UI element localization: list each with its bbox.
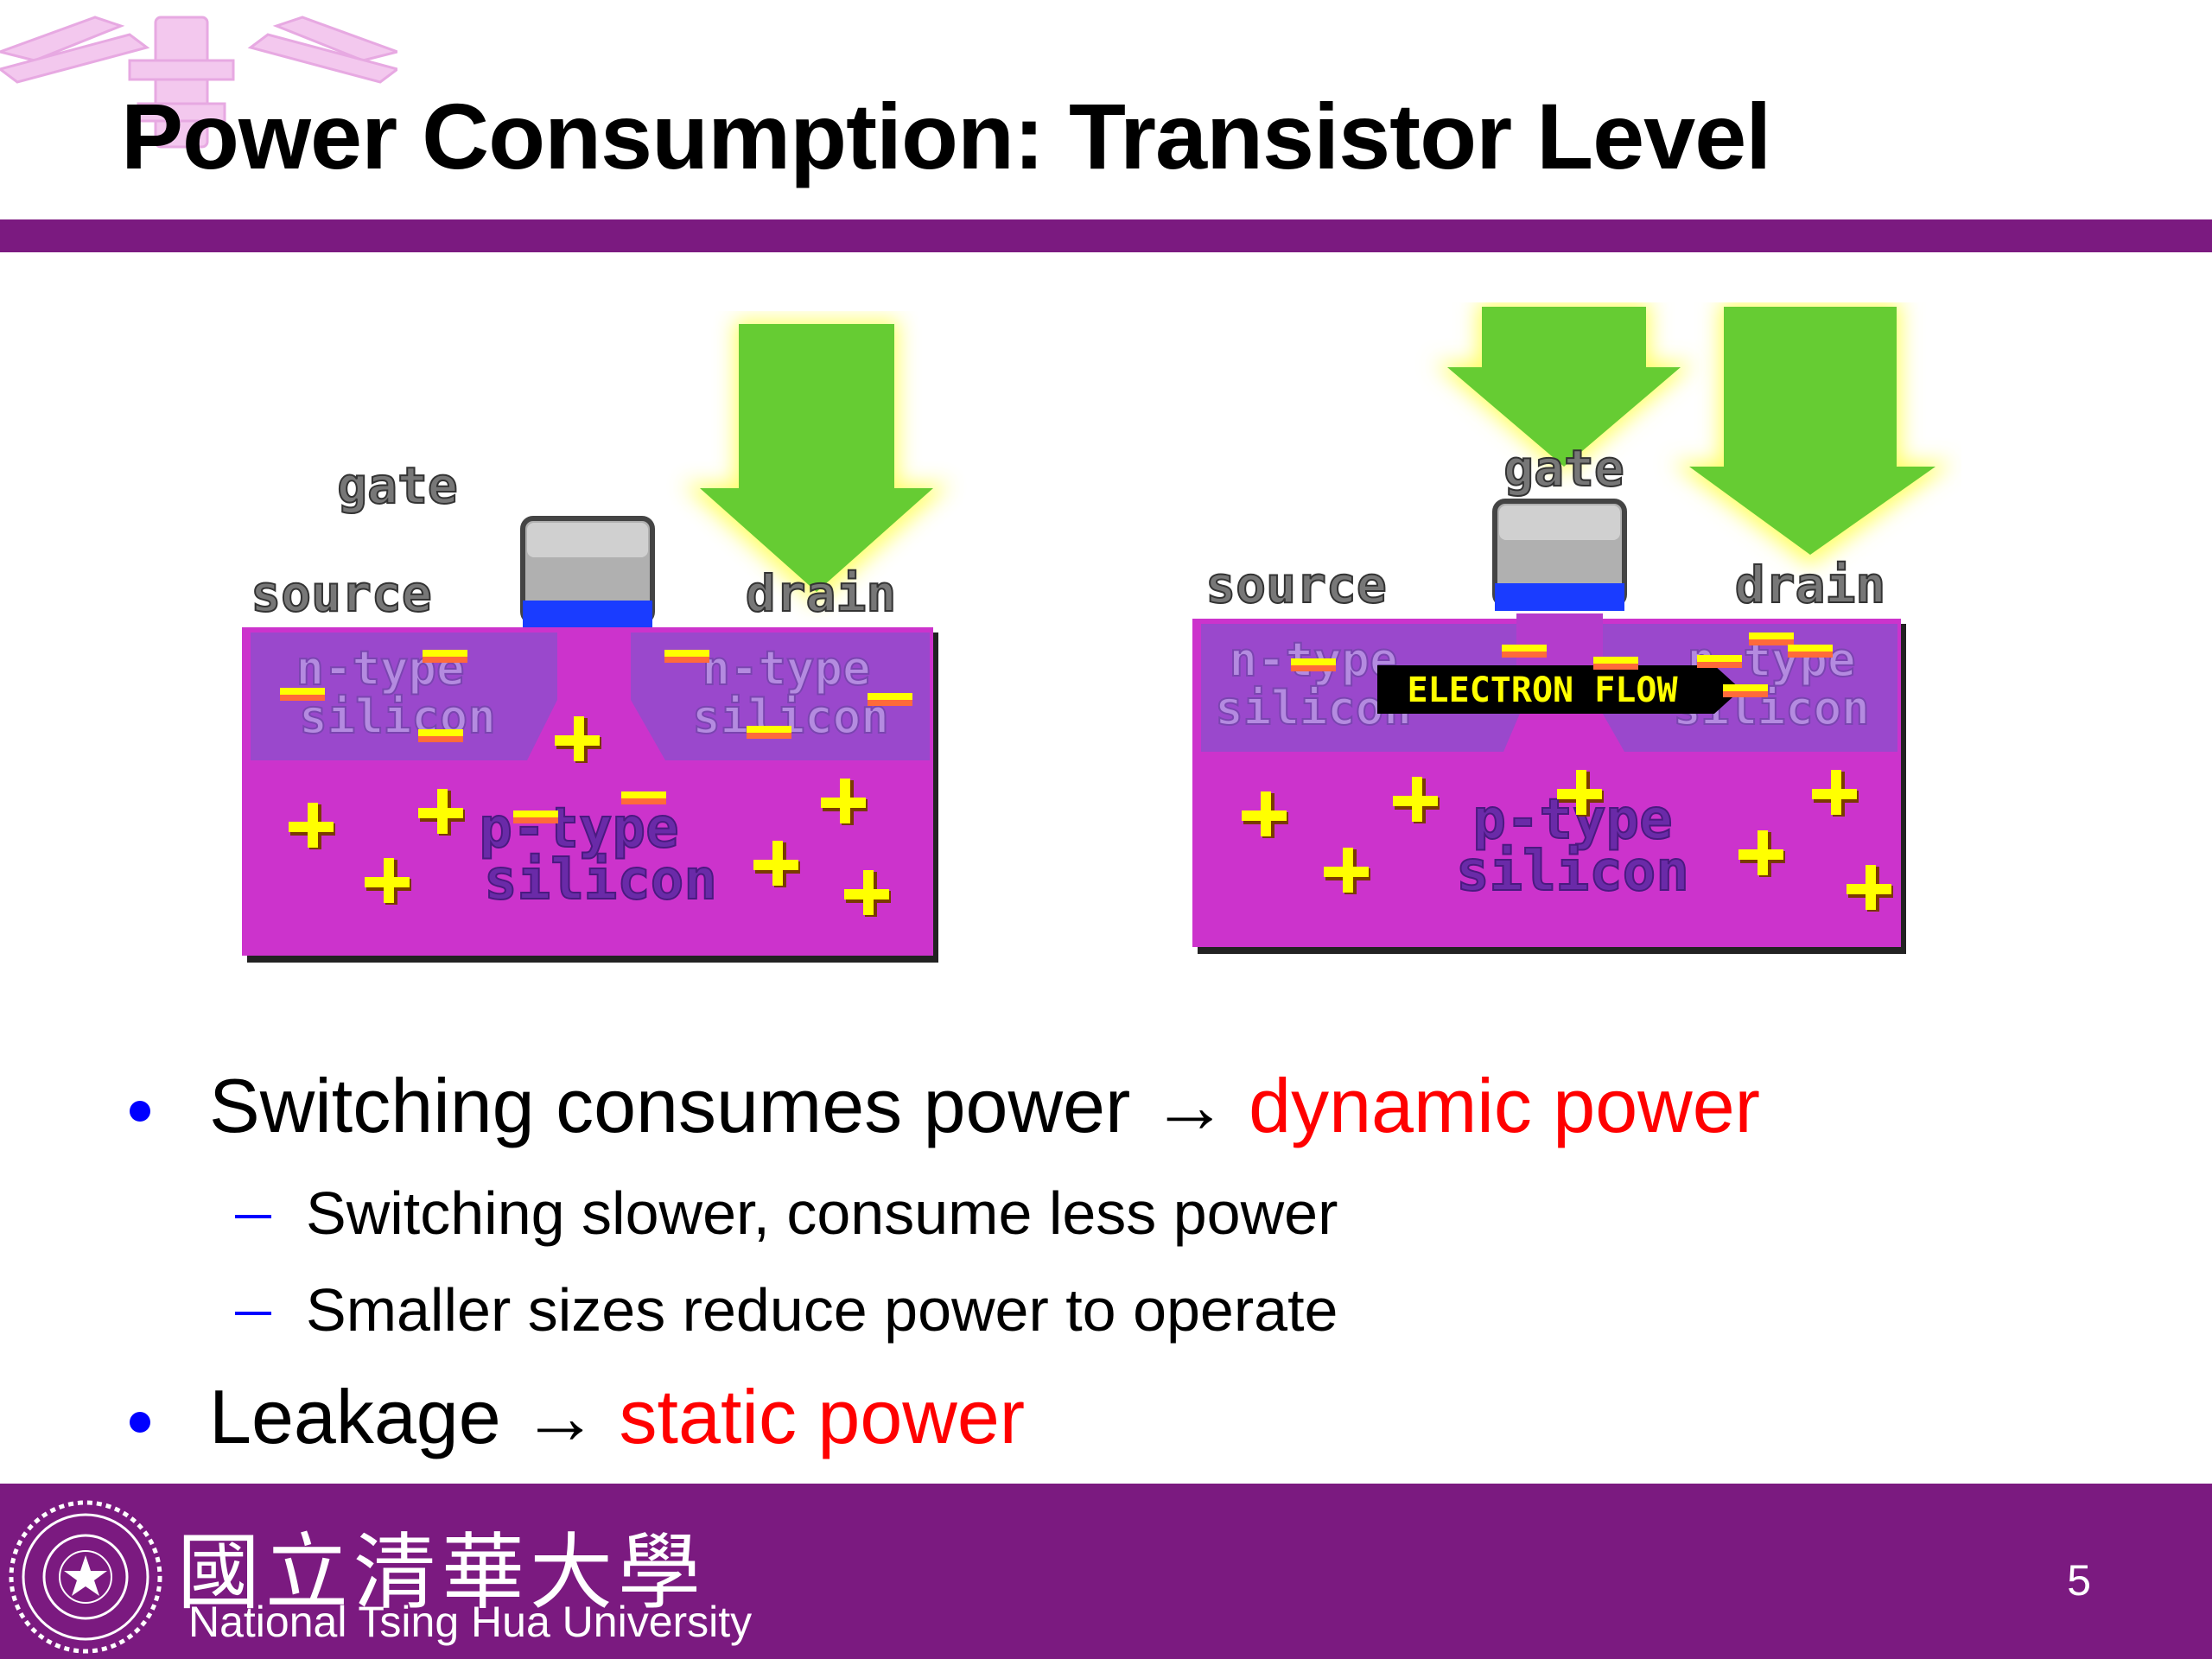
source-label: source (251, 564, 432, 623)
positive-charge-icon (365, 858, 411, 905)
positive-charge-icon (555, 716, 601, 763)
negative-charge-icon (1291, 658, 1336, 671)
positive-charge-icon (1242, 791, 1288, 838)
positive-charge-icon (289, 803, 335, 849)
negative-charge-icon (1749, 632, 1794, 645)
transistor-off-diagram: gate source drain n-type silicon n-type … (216, 311, 976, 968)
positive-charge-icon (1847, 865, 1893, 912)
ptype-label-2: silicon (1456, 840, 1689, 904)
negative-charge-icon (423, 650, 467, 663)
gate-label: gate (337, 456, 458, 515)
positive-charge-icon (1738, 830, 1785, 877)
sub-bullet-dash-icon (235, 1215, 271, 1218)
negative-charge-icon (621, 791, 666, 804)
negative-charge-icon (664, 650, 709, 663)
positive-charge-icon (1812, 770, 1859, 817)
negative-charge-icon (280, 688, 325, 701)
bullet-dot-icon (130, 1101, 150, 1122)
ptype-label-2: silicon (484, 849, 717, 912)
title-divider-bar (0, 219, 2212, 252)
ntype-left-label-1: n-type (296, 641, 464, 696)
electron-flow-label: ELECTRON FLOW (1407, 671, 1678, 710)
gate-label: gate (1503, 439, 1624, 498)
gate-voltage-arrow-icon (1434, 302, 1694, 475)
bullet-dot-icon (130, 1412, 150, 1433)
positive-charge-icon (1557, 770, 1604, 817)
footer-english-name: National Tsing Hua University (188, 1598, 753, 1646)
bullet-item: Leakage → static power (121, 1365, 1760, 1469)
gate-block (520, 516, 655, 628)
positive-charge-icon (418, 789, 465, 836)
positive-charge-icon (753, 841, 800, 887)
positive-charge-icon (1324, 848, 1370, 894)
negative-charge-icon (747, 726, 791, 739)
negative-charge-icon (1788, 645, 1833, 658)
sub-bullet-text: Switching slower, consume less power (306, 1179, 1338, 1247)
sub-bullet-item: Smaller sizes reduce power to operate (121, 1262, 1760, 1358)
ntype-right-label-1: n-type (702, 641, 870, 696)
negative-charge-icon (1723, 684, 1768, 697)
negative-charge-icon (1593, 657, 1638, 670)
bullet-text: Leakage → (209, 1374, 620, 1459)
ntype-right-label-2: silicon (692, 690, 889, 744)
drain-current-arrow-icon (1672, 302, 1953, 566)
drain-current-arrow-icon (683, 320, 950, 605)
source-label: source (1205, 556, 1387, 614)
slide-title: Power Consumption: Transistor Level (121, 84, 1771, 188)
drain-label: drain (746, 564, 897, 623)
negative-charge-icon (868, 693, 912, 706)
university-seal-icon (9, 1500, 162, 1654)
footer-bar (0, 1484, 2212, 1659)
bullet-highlight: dynamic power (1249, 1063, 1760, 1148)
transistor-on-diagram: gate source drain n-type silicon n-type … (1166, 302, 1961, 959)
drain-label: drain (1735, 556, 1886, 614)
ptype-label-1: p-type (479, 797, 678, 861)
sub-bullet-item: Switching slower, consume less power (121, 1165, 1760, 1262)
negative-charge-icon (1502, 645, 1547, 658)
negative-charge-icon (418, 729, 463, 742)
ntype-left-label-2: silicon (299, 690, 496, 744)
bullet-list: Switching consumes power → dynamic power… (121, 1054, 1760, 1469)
positive-charge-icon (821, 779, 868, 825)
negative-charge-icon (513, 810, 558, 823)
bullet-highlight: static power (619, 1374, 1026, 1459)
gate-block (1492, 499, 1627, 611)
page-number: 5 (2067, 1556, 2091, 1605)
positive-charge-icon (844, 870, 891, 917)
footer-chinese-name: 國立清華大學 (177, 1524, 706, 1621)
bullet-item: Switching consumes power → dynamic power (121, 1054, 1760, 1158)
sub-bullet-dash-icon (235, 1312, 271, 1315)
negative-charge-icon (1697, 655, 1742, 668)
positive-charge-icon (1393, 777, 1440, 823)
bullet-text: Switching consumes power → (209, 1063, 1249, 1148)
electron-flow-indicator: ELECTRON FLOW (1377, 665, 1741, 714)
nthu-logo-watermark-icon (0, 16, 397, 149)
sub-bullet-text: Smaller sizes reduce power to operate (306, 1276, 1338, 1344)
